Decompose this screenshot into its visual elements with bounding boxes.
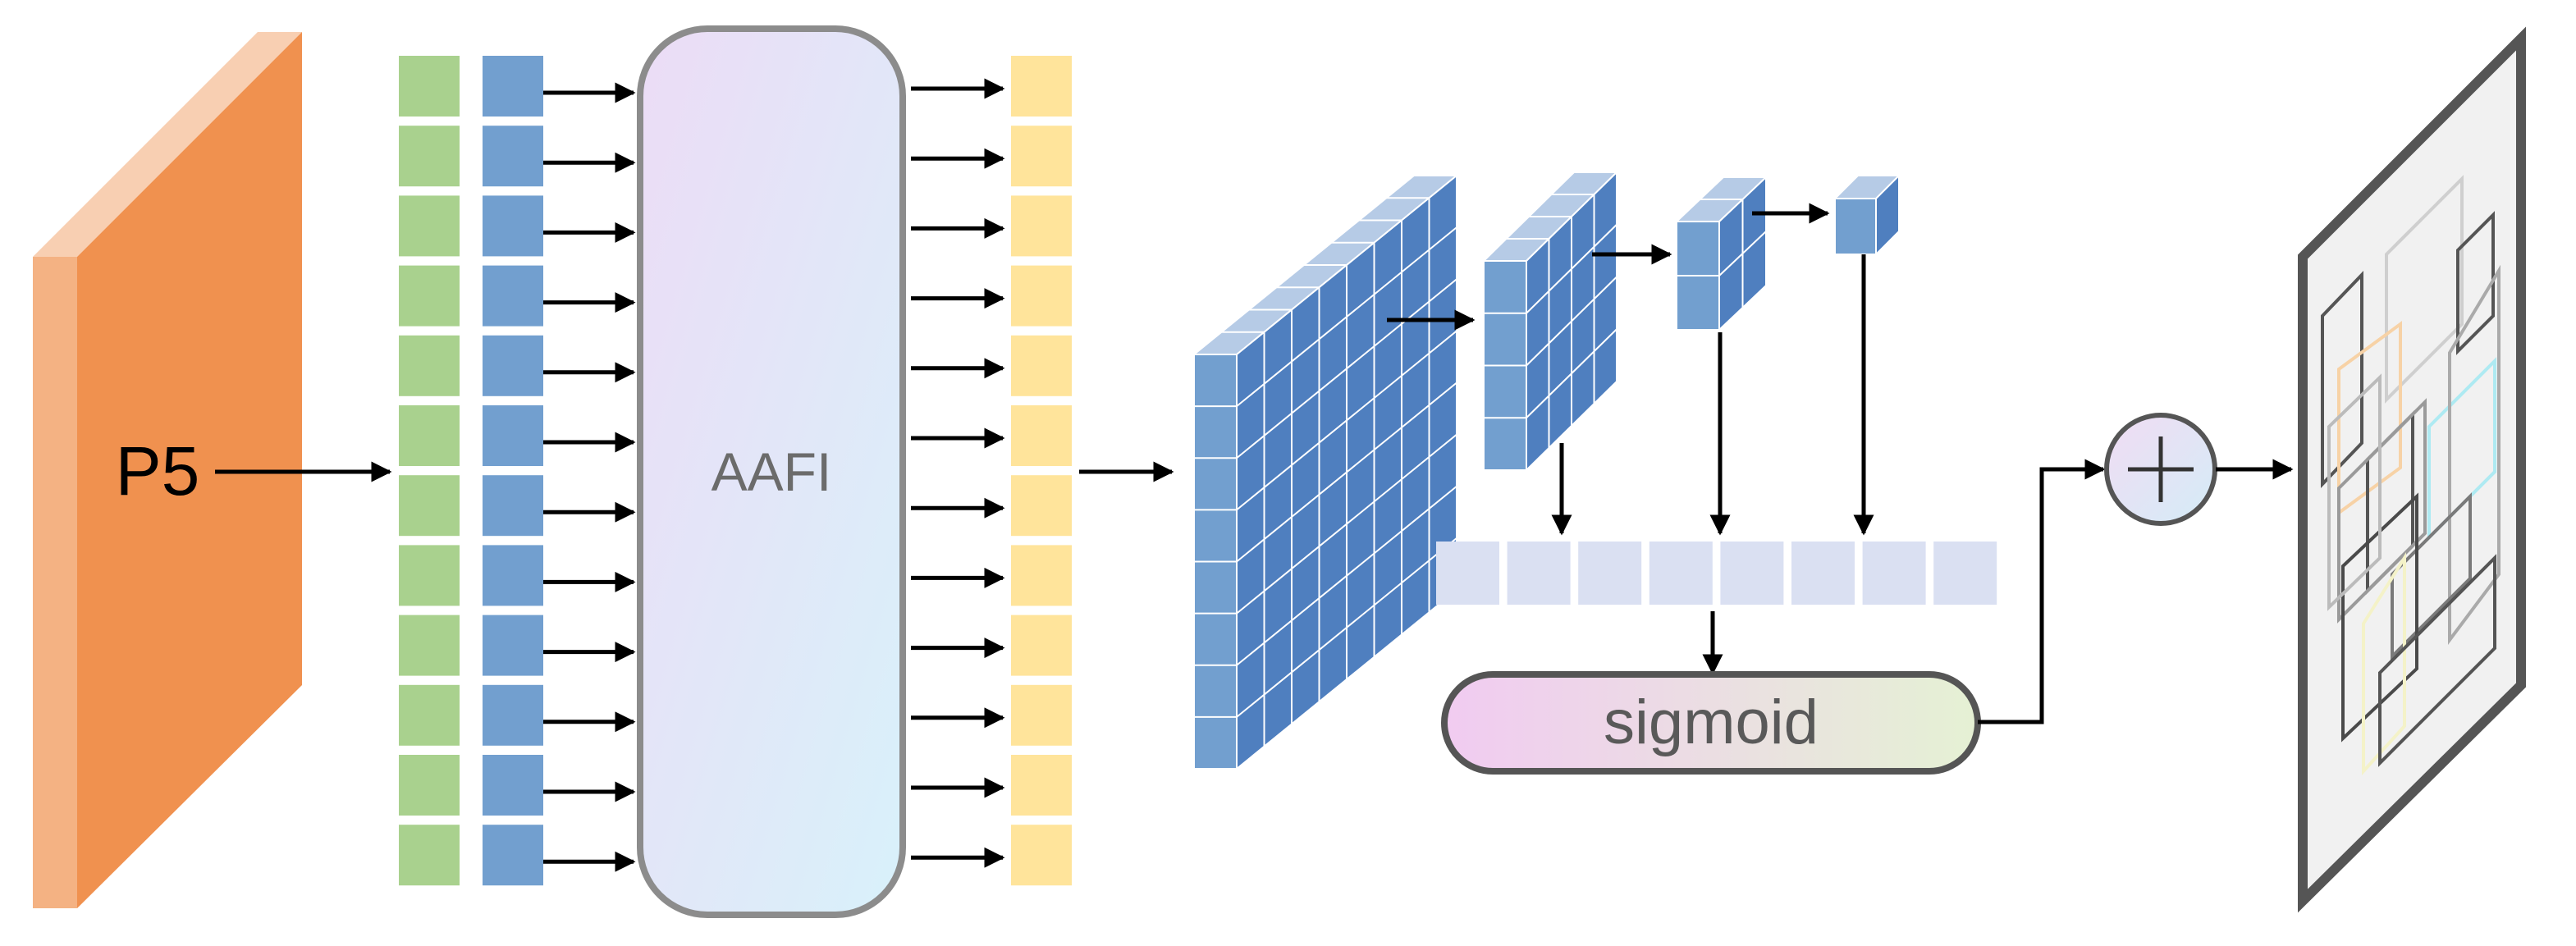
output-token	[1011, 195, 1072, 257]
output-token	[1011, 126, 1072, 187]
output-token	[1011, 825, 1072, 886]
green-token	[399, 684, 460, 746]
output-token	[1011, 545, 1072, 606]
aafi-label: AAFI	[711, 441, 832, 502]
pooled-cell	[1862, 542, 1926, 605]
blue-token	[483, 825, 543, 886]
feature-cube-tiny	[1832, 173, 1901, 257]
pooled-cell	[1649, 542, 1713, 605]
blue-token	[483, 335, 543, 396]
arrows-out-of-aafi	[911, 78, 1005, 868]
green-token	[399, 615, 460, 676]
feature-cube-large	[1192, 173, 1459, 771]
pooled-cell	[1933, 542, 1997, 605]
green-token	[399, 195, 460, 257]
pooled-cell	[1507, 542, 1571, 605]
pooled-cell	[1791, 542, 1855, 605]
output-token	[1011, 405, 1072, 466]
feature-cube-small	[1674, 175, 1768, 332]
green-token	[399, 475, 460, 537]
green-token	[399, 126, 460, 187]
green-token	[399, 825, 460, 886]
output-detection-map	[2298, 26, 2526, 913]
green-token	[399, 265, 460, 327]
output-token	[1011, 684, 1072, 746]
green-token	[399, 755, 460, 816]
cube-front-face	[1834, 198, 1877, 255]
output-token	[1011, 56, 1072, 117]
blue-token	[483, 475, 543, 537]
sigmoid-label: sigmoid	[1604, 688, 1819, 757]
token-column-output	[1011, 56, 1072, 886]
blue-token	[483, 265, 543, 327]
feature-cube-medium	[1481, 170, 1619, 473]
input-label: P5	[116, 432, 200, 510]
input-feature-map-top	[33, 32, 302, 257]
blue-token	[483, 684, 543, 746]
green-token	[399, 335, 460, 396]
output-token	[1011, 335, 1072, 396]
input-feature-map-side	[33, 257, 77, 908]
blue-token	[483, 56, 543, 117]
blue-token	[483, 545, 543, 606]
input-feature-map-front	[77, 32, 302, 908]
token-column-blue	[483, 56, 543, 886]
plus-icon	[2128, 436, 2194, 502]
green-token	[399, 56, 460, 117]
blue-token	[483, 195, 543, 257]
token-column-green	[399, 56, 460, 886]
input-feature-map	[33, 32, 302, 908]
blue-token	[483, 615, 543, 676]
blue-token	[483, 405, 543, 466]
output-token	[1011, 615, 1072, 676]
green-token	[399, 405, 460, 466]
pooled-feature-vector	[1436, 542, 1997, 605]
arrows-into-aafi	[543, 82, 636, 872]
detection-box-outlines	[2321, 175, 2501, 776]
aafi-block	[637, 25, 906, 918]
pooled-cell	[1436, 542, 1499, 605]
pooled-cell	[1720, 542, 1784, 605]
green-token	[399, 545, 460, 606]
arrow-sigmoid-to-add	[1978, 459, 2106, 724]
pyramid-arrows	[1387, 203, 1874, 536]
output-token	[1011, 475, 1072, 537]
blue-token	[483, 755, 543, 816]
output-token	[1011, 755, 1072, 816]
pooled-cell	[1578, 542, 1642, 605]
blue-token	[483, 126, 543, 187]
output-token	[1011, 265, 1072, 327]
add-node	[2104, 413, 2217, 526]
